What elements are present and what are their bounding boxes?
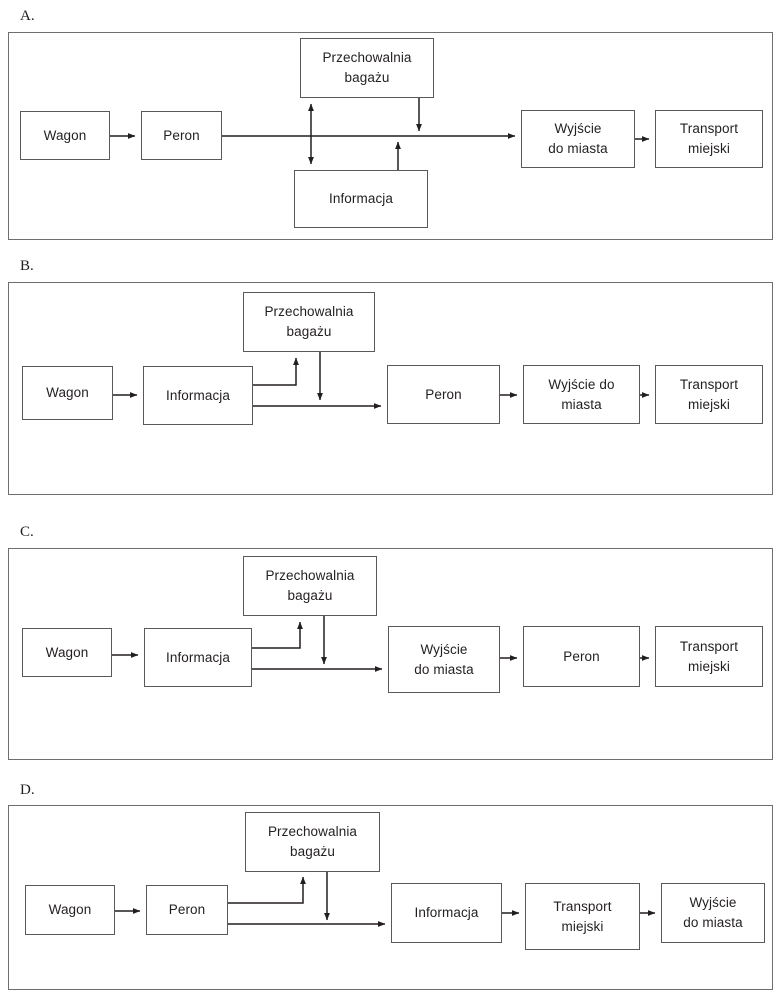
node-wagon-a: Wagon [20,111,110,160]
node-label: Przechowalnia bagażu [264,304,354,339]
node-przechowalnia-bagazu-b: Przechowalnia bagażu [243,292,375,352]
node-label: Transport miejski [679,638,739,674]
node-label: Transport miejski [679,121,739,156]
node-label: Informacja [165,649,231,665]
node-label: Wagon [48,902,92,918]
node-label: Wyjście do miasta [414,641,474,677]
node-label: Transport miejski [679,376,739,412]
node-label: Przechowalnia bagażu [265,568,355,603]
node-label: Przechowalnia bagażu [322,50,412,85]
node-informacja-a: Informacja [294,170,428,228]
option-letter-d: D. [20,782,35,798]
node-informacja-d: Informacja [391,883,502,943]
node-label: Przechowalnia bagażu [267,824,358,859]
node-wagon-d: Wagon [25,885,115,935]
node-peron-a: Peron [141,111,222,160]
node-label: Wagon [43,127,87,143]
node-wyjscie-do-miasta-d: Wyjście do miasta [661,883,765,943]
node-peron-d: Peron [146,885,228,935]
node-label: Wagon [46,385,89,401]
node-label: Peron [563,648,600,664]
node-transport-miejski-d: Transport miejski [525,883,640,950]
node-wagon-c: Wagon [22,628,112,677]
node-label: Wyjście do miasta [683,895,743,930]
node-wyjscie-do-miasta-c: Wyjście do miasta [388,626,500,693]
node-label: Transport miejski [553,898,612,934]
node-label: Informacja [328,191,394,207]
node-peron-b: Peron [387,365,500,424]
node-label: Wyjście do miasta [548,121,608,156]
node-label: Informacja [414,905,479,921]
node-label: Peron [168,902,206,918]
node-peron-c: Peron [523,626,640,687]
node-wagon-b: Wagon [22,366,113,420]
node-informacja-b: Informacja [143,366,253,425]
node-przechowalnia-bagazu-d: Przechowalnia bagażu [245,812,380,872]
node-wyjscie-do-miasta-a: Wyjście do miasta [521,110,635,168]
option-panel-d [8,805,773,990]
option-letter-c: C. [20,524,34,540]
node-wyjscie-do-miasta-b: Wyjście do miasta [523,365,640,424]
node-label: Peron [425,386,462,402]
node-przechowalnia-bagazu-c: Przechowalnia bagażu [243,556,377,616]
node-label: Informacja [165,387,231,403]
node-transport-miejski-a: Transport miejski [655,110,763,168]
option-letter-b: B. [20,258,34,274]
option-letter-a: A. [20,8,35,24]
node-transport-miejski-c: Transport miejski [655,626,763,687]
node-przechowalnia-bagazu-a: Przechowalnia bagażu [300,38,434,98]
node-label: Peron [163,127,200,143]
node-label: Wyjście do miasta [548,376,615,412]
node-informacja-c: Informacja [144,628,252,687]
node-label: Wagon [45,644,89,660]
node-transport-miejski-b: Transport miejski [655,365,763,424]
